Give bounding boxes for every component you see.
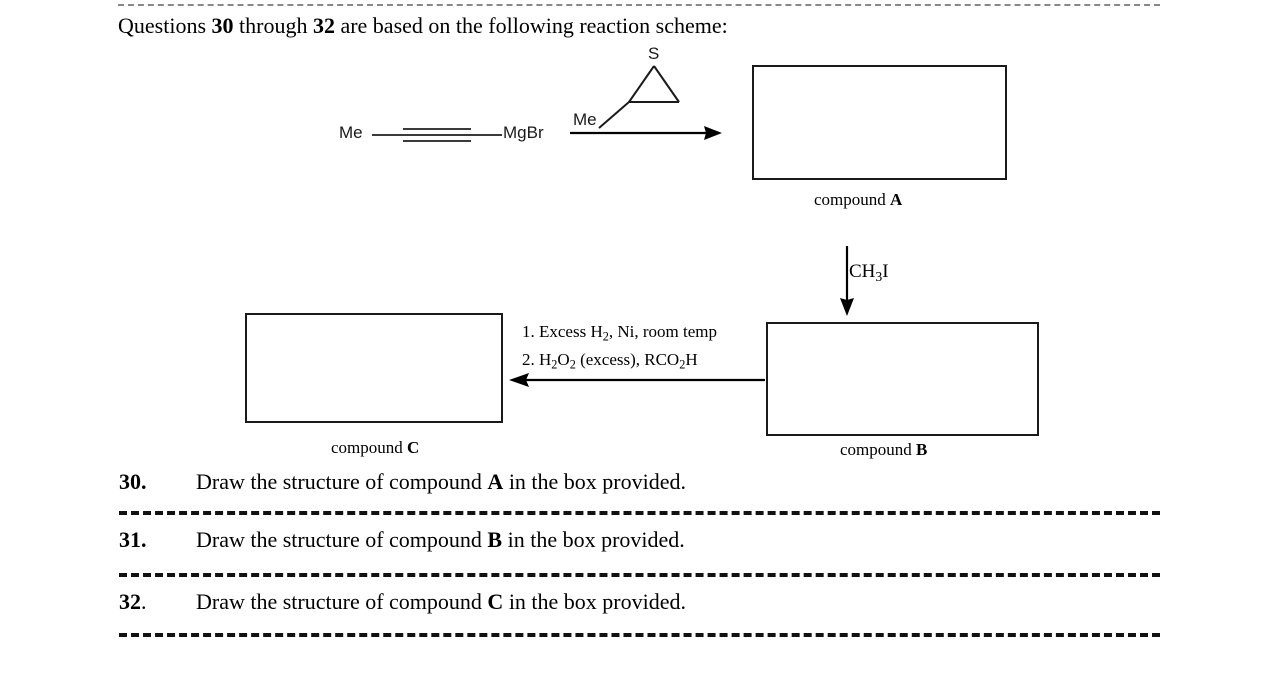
q30-text-after: in the box provided. xyxy=(503,469,687,494)
caption-b-letter: B xyxy=(916,440,928,459)
thiirane-ring-drawing xyxy=(598,65,680,129)
question-30: 30.Draw the structure of compound A in t… xyxy=(119,469,686,495)
condition-2-part-3: (excess), RCO xyxy=(575,350,680,370)
question-31-text: Draw the structure of compound B in the … xyxy=(196,527,685,552)
q30-num-value: 30 xyxy=(119,469,141,494)
header-middle: through xyxy=(233,13,313,38)
condition-2-number: 2. xyxy=(522,350,539,370)
grignard-right-label: MgBr xyxy=(503,123,544,142)
separator-rule-32 xyxy=(119,633,1160,637)
condition-2-sub-3: 2 xyxy=(679,357,686,372)
q30-compound-letter: A xyxy=(487,469,504,494)
condition-2-part-1: H xyxy=(539,350,552,370)
thiirane-methyl-label: Me xyxy=(573,110,597,129)
answer-box-compound-b[interactable] xyxy=(766,322,1039,436)
condition-2-sub-2: 2 xyxy=(569,357,576,372)
top-dashed-rule xyxy=(118,4,1160,6)
grignard-left-label: Me xyxy=(339,123,363,142)
condition-1-number: 1. xyxy=(522,322,539,341)
separator-rule-30 xyxy=(119,511,1160,515)
header-first-question-number: 30 xyxy=(211,13,234,38)
page-title: Questions 30 through 32 are based on the… xyxy=(118,13,728,39)
header-prefix: Questions xyxy=(118,13,212,38)
condition-1-sub-1: 2 xyxy=(602,329,609,344)
q31-period: . xyxy=(141,527,147,552)
reagent-label-methyl-iodide: CH3I xyxy=(849,261,889,285)
answer-box-compound-a[interactable] xyxy=(752,65,1007,180)
caption-compound-a: compound A xyxy=(814,190,902,210)
question-32-number: 32. xyxy=(119,589,196,615)
ch3i-subscript: 3 xyxy=(875,268,883,284)
q31-text-before: Draw the structure of compound xyxy=(196,527,488,552)
q31-compound-letter: B xyxy=(487,527,503,552)
caption-c-letter: C xyxy=(407,438,420,457)
condition-1-part-1: Excess H xyxy=(539,322,603,341)
q31-num-value: 31 xyxy=(119,527,141,552)
reaction-arrow-down xyxy=(840,246,854,316)
answer-box-compound-c[interactable] xyxy=(245,313,503,423)
ch3i-part-2: I xyxy=(882,261,889,282)
caption-compound-c: compound C xyxy=(331,438,419,458)
q32-num-value: 32 xyxy=(119,589,141,614)
header-suffix: are based on the following reaction sche… xyxy=(334,13,728,38)
question-31: 31.Draw the structure of compound B in t… xyxy=(119,527,685,553)
triple-bond-upper-line xyxy=(403,128,471,130)
caption-a-letter: A xyxy=(890,190,903,209)
condition-2-part-4: H xyxy=(685,350,698,370)
ch3i-part-1: CH xyxy=(849,261,876,282)
triple-bond-lower-line xyxy=(403,140,471,142)
q32-compound-letter: C xyxy=(487,589,504,614)
question-32: 32.Draw the structure of compound C in t… xyxy=(119,589,686,615)
q31-text-after: in the box provided. xyxy=(502,527,685,552)
question-31-number: 31. xyxy=(119,527,196,553)
caption-c-prefix: compound xyxy=(331,438,408,457)
caption-a-prefix: compound xyxy=(814,190,891,209)
thiirane-sulfur-label: S xyxy=(648,44,660,63)
question-32-text: Draw the structure of compound C in the … xyxy=(196,589,686,614)
triple-bond-middle-line xyxy=(372,134,502,136)
caption-b-prefix: compound xyxy=(840,440,917,459)
q32-text-before: Draw the structure of compound xyxy=(196,589,488,614)
q32-text-after: in the box provided. xyxy=(503,589,687,614)
reaction-arrow-right xyxy=(570,126,722,140)
structure-grignard-reagent: Me MgBr xyxy=(339,123,554,147)
condition-1-part-2: , Ni, room temp xyxy=(608,322,717,341)
condition-line-2: 2. H2O2 (excess), RCO2H xyxy=(522,348,717,376)
question-30-number: 30. xyxy=(119,469,196,495)
reaction-conditions-list: 1. Excess H2, Ni, room temp 2. H2O2 (exc… xyxy=(522,320,717,377)
q30-period: . xyxy=(141,469,147,494)
header-last-question-number: 32 xyxy=(312,13,335,38)
condition-2-part-2: O xyxy=(557,350,570,370)
condition-2-sub-1: 2 xyxy=(551,357,558,372)
caption-compound-b: compound B xyxy=(840,440,927,460)
reaction-arrow-left xyxy=(509,373,765,387)
separator-rule-31 xyxy=(119,573,1160,577)
q32-period: . xyxy=(141,589,147,614)
condition-line-1: 1. Excess H2, Ni, room temp xyxy=(522,320,717,348)
question-30-text: Draw the structure of compound A in the … xyxy=(196,469,686,494)
q30-text-before: Draw the structure of compound xyxy=(196,469,488,494)
